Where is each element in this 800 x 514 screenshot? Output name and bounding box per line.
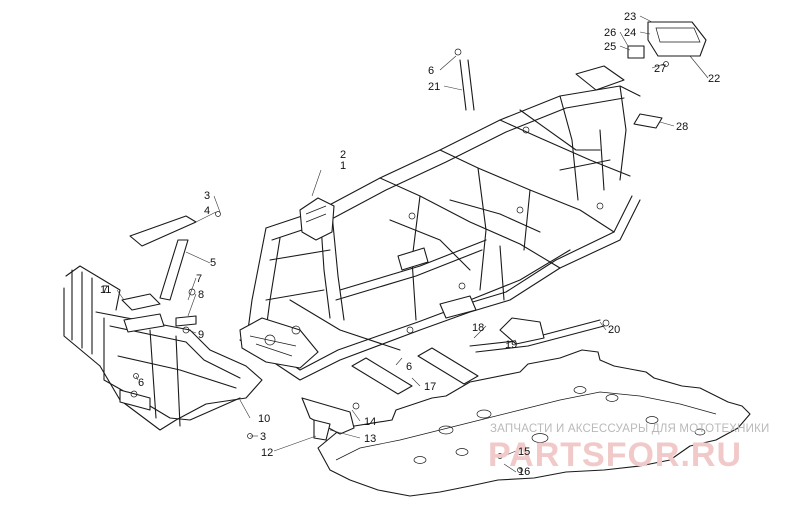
callouts: 1 2 3 4 5 7 7 8 9 10 11 6 3 12 13 14 17 …: [100, 11, 720, 478]
callout-label: 25: [604, 41, 616, 53]
callout-label: 20: [608, 324, 620, 336]
callout-label: 6: [428, 65, 434, 77]
callout-label: 12: [261, 447, 273, 459]
callout-label: 21: [428, 81, 440, 93]
callout-label: 4: [204, 205, 210, 217]
callout-label: 1: [340, 160, 346, 172]
callout-label: 2: [340, 149, 346, 161]
callout-label: 24: [624, 27, 636, 39]
callout-label: 28: [676, 121, 688, 133]
callout-label: 7: [102, 284, 108, 296]
callout-label: 13: [364, 433, 376, 445]
callout-label: 6: [406, 361, 412, 373]
skid-plate: [317, 349, 751, 497]
front-bumper: [63, 265, 263, 431]
main-frame: [239, 65, 641, 381]
callout-label: 5: [210, 257, 216, 269]
callout-label: 3: [260, 431, 266, 443]
callout-label: 17: [424, 381, 436, 393]
callout-label: 18: [472, 322, 484, 334]
watermark-brand: PARTSFOR.RU: [488, 436, 742, 474]
callout-label: 6: [138, 377, 144, 389]
callout-label: 9: [198, 329, 204, 341]
callout-label: 23: [624, 11, 636, 23]
rear-bar-19: [469, 317, 610, 353]
callout-label: 10: [258, 413, 270, 425]
callout-label: 3: [204, 190, 210, 202]
callout-label: 19: [505, 339, 517, 351]
taillight-assembly: [627, 21, 707, 129]
lower-bracket-13: [301, 397, 360, 441]
watermark-caption: ЗАПЧАСТИ И АКСЕССУАРЫ ДЛЯ МОТОТЕХНИКИ: [490, 423, 770, 435]
callout-label: 22: [708, 73, 720, 85]
callout-label: 7: [196, 273, 202, 285]
watermark: ЗАПЧАСТИ И АКСЕССУАРЫ ДЛЯ МОТОТЕХНИКИ PA…: [488, 423, 770, 474]
strip-pads: [351, 347, 479, 395]
callout-label: 26: [604, 27, 616, 39]
callout-label: 27: [654, 63, 666, 75]
front-brackets: [129, 211, 253, 439]
callout-label: 14: [364, 416, 376, 428]
callout-label: 8: [198, 289, 204, 301]
callout-label: 16: [518, 466, 530, 478]
leader-lines: [116, 15, 709, 473]
rear-strut-21: [454, 48, 475, 111]
callout-label: 11: [100, 284, 111, 296]
callout-label: 15: [518, 446, 530, 458]
